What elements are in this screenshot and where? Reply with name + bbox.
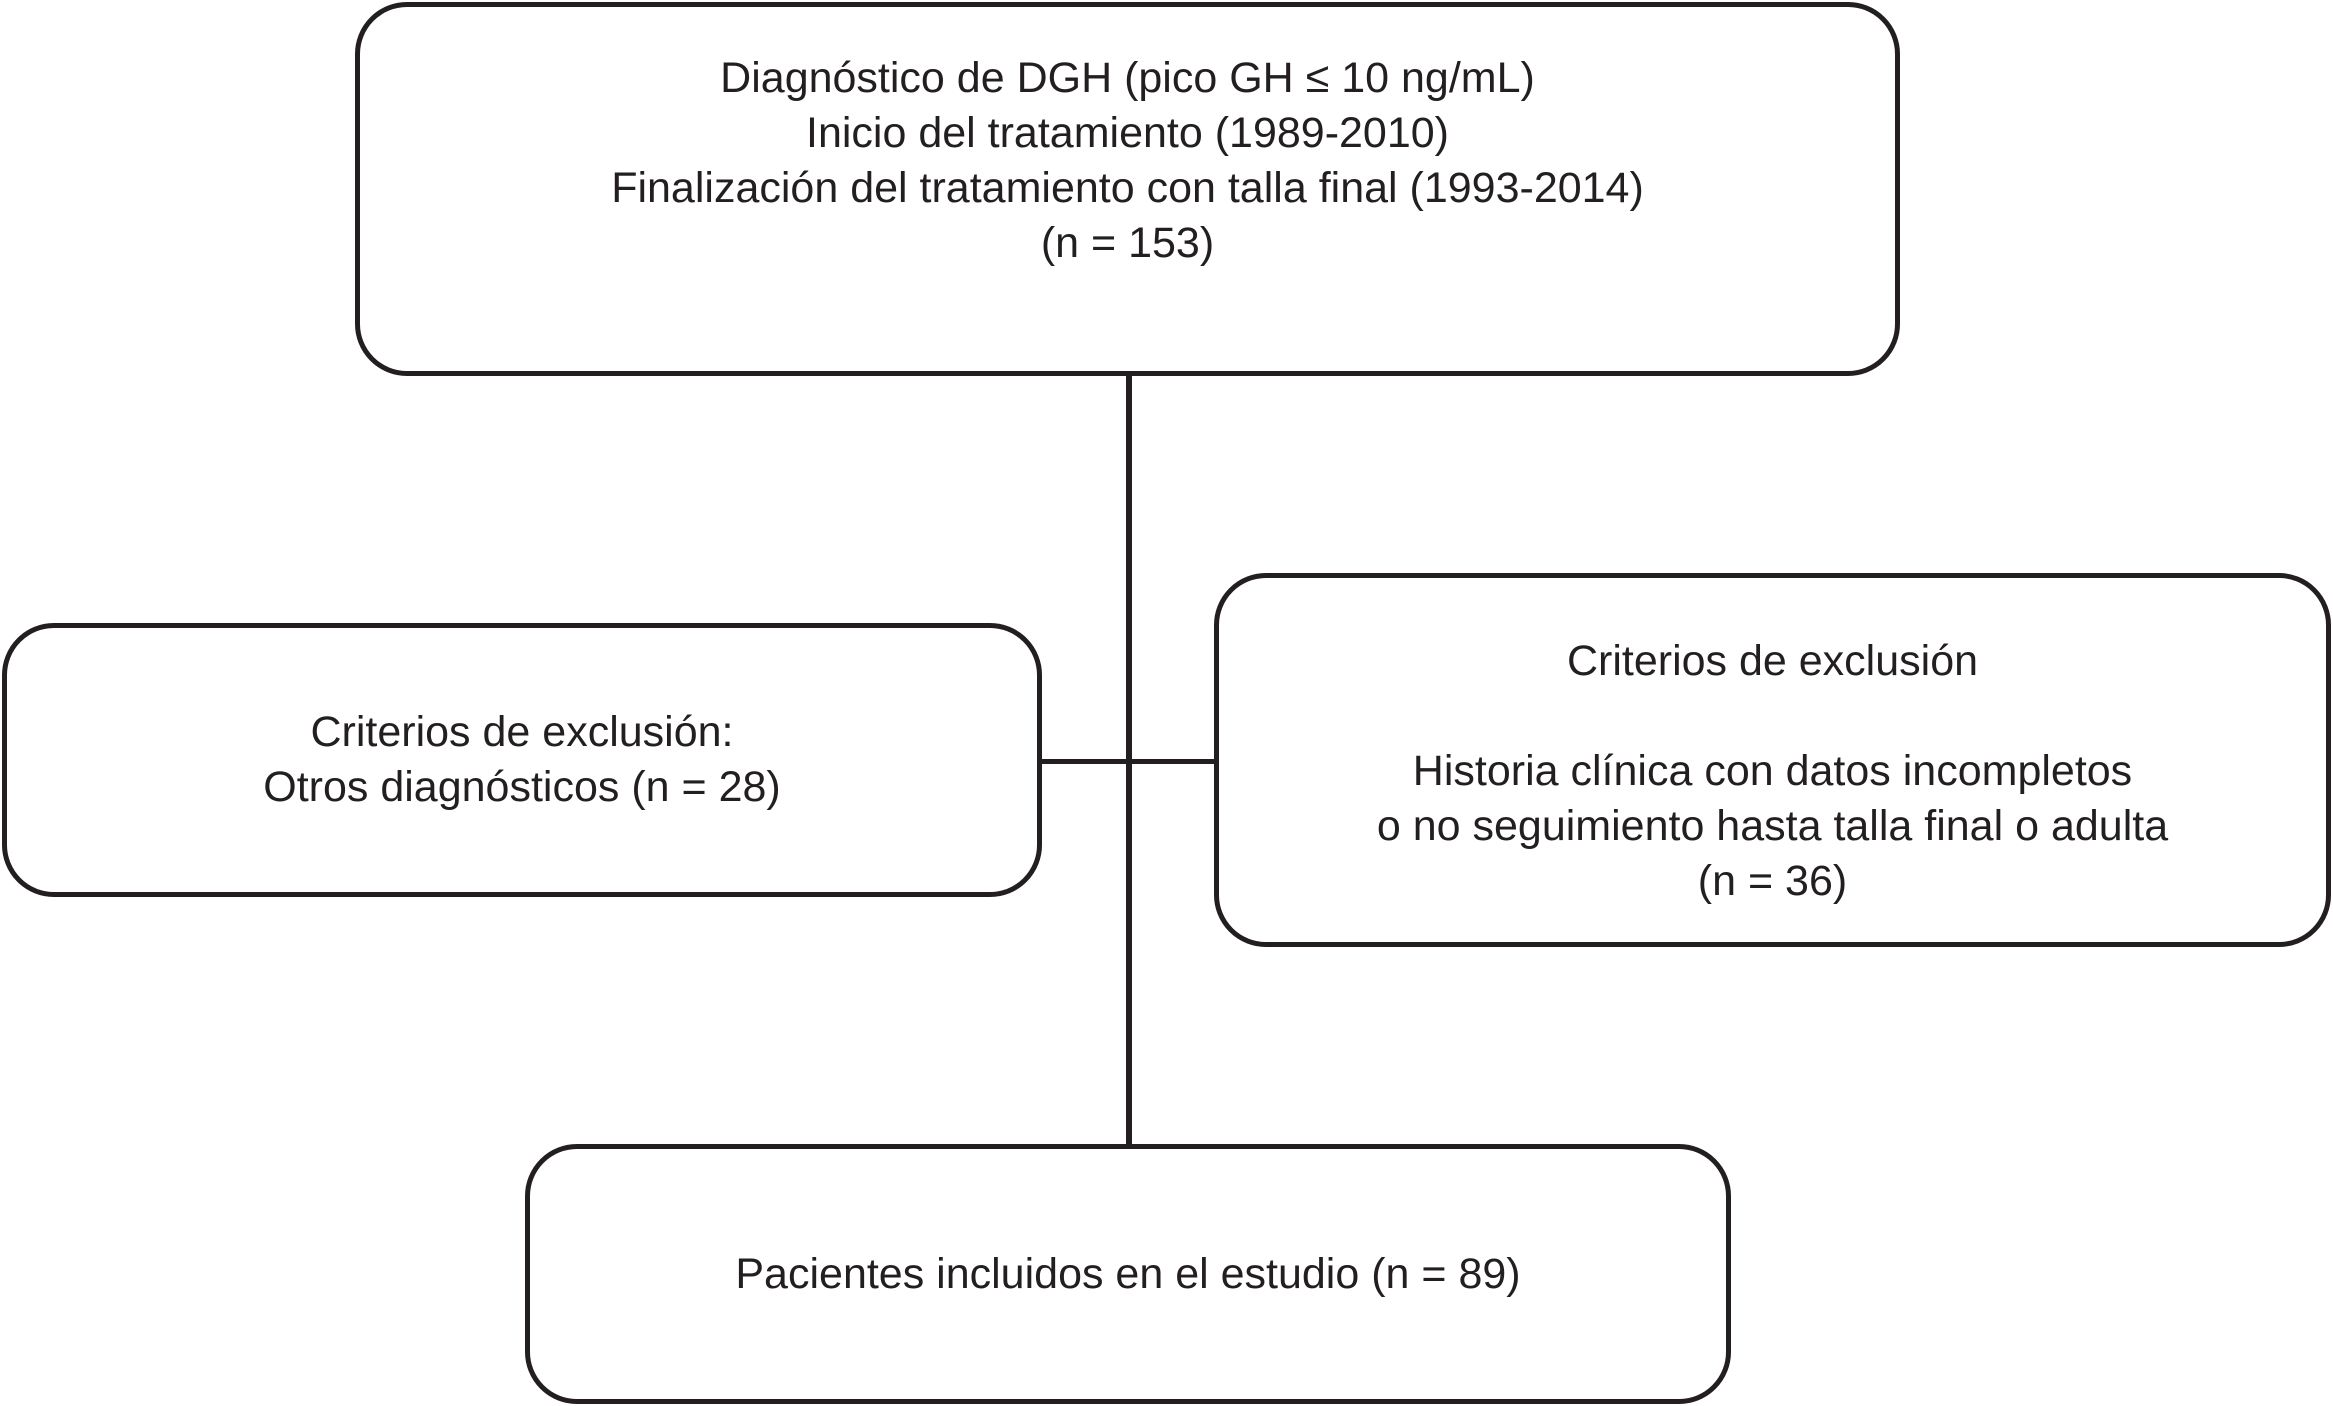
source-count-text: (n = 153) [1040,219,1215,267]
exclusion-left-heading: Criterios de exclusión: [310,708,734,756]
exclusion-left-detail: Otros diagnósticos (n = 28) [263,763,781,811]
exclusion-right-detail-2: o no seguimiento hasta talla final o adu… [1376,802,2169,850]
included-patients-text: Pacientes incluidos en el estudio (n = 8… [735,1249,1521,1298]
source-population-box: Diagnóstico de DGH (pico GH ≤ 10 ng/mL) … [355,2,1900,376]
exclusion-horizontal-connector [1040,759,1216,764]
exclusion-incomplete-data-box: Criterios de exclusión Historia clínica … [1214,573,2331,947]
exclusion-other-diagnoses-box: Criterios de exclusión: Otros diagnóstic… [2,623,1042,897]
source-treatment-end-text: Finalización del tratamiento con talla f… [611,164,1644,212]
included-patients-box: Pacientes incluidos en el estudio (n = 8… [525,1144,1731,1404]
exclusion-right-count: (n = 36) [1697,857,1848,905]
source-treatment-start-text: Inicio del tratamiento (1989-2010) [806,109,1449,157]
exclusion-right-detail-1: Historia clínica con datos incompletos [1412,747,2133,795]
source-diagnosis-text: Diagnóstico de DGH (pico GH ≤ 10 ng/mL) [720,54,1535,102]
exclusion-right-heading: Criterios de exclusión [1566,637,1979,685]
